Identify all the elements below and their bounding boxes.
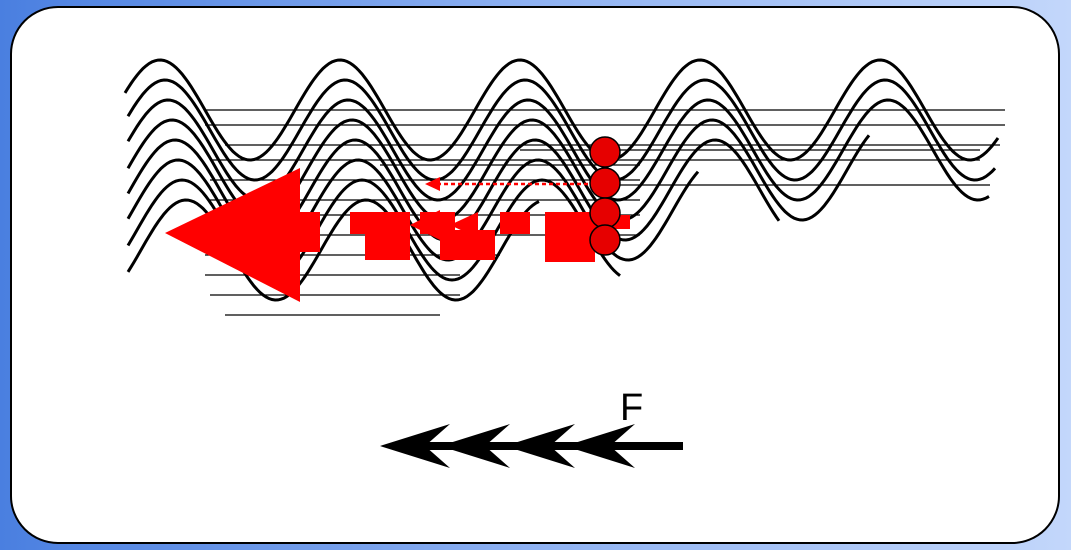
red-motion-arrows [165,168,630,302]
particle-stack [589,136,621,256]
wave-curve-1 [123,58,1000,162]
force-arrow [380,424,683,468]
wave-curve-7 [126,178,621,282]
particle-1 [589,136,621,168]
red-dotted-arrowhead [425,177,440,191]
red-shaft-block-2 [350,212,410,234]
red-shaft-block-3 [365,232,410,260]
wave-curve-2 [126,78,997,182]
force-label: F [620,387,643,429]
wave-curve-8 [126,198,540,302]
force-arrowhead-4 [565,424,635,468]
particle-3 [589,197,621,229]
red-shaft-block-5 [440,230,495,260]
force-arrowhead-2 [440,424,510,468]
force-arrowhead-1 [380,424,450,468]
red-shaft-block-6 [500,212,530,234]
particle-4 [589,224,621,256]
red-shaft-arrowhead-2 [450,212,478,238]
red-shaft-arrowhead-1 [410,210,440,240]
red-shaft-block-1 [290,212,320,252]
force-arrowhead-3 [505,424,575,468]
large-red-arrowhead [165,168,300,302]
red-shaft-block-7 [545,212,595,262]
particle-2 [589,167,621,199]
